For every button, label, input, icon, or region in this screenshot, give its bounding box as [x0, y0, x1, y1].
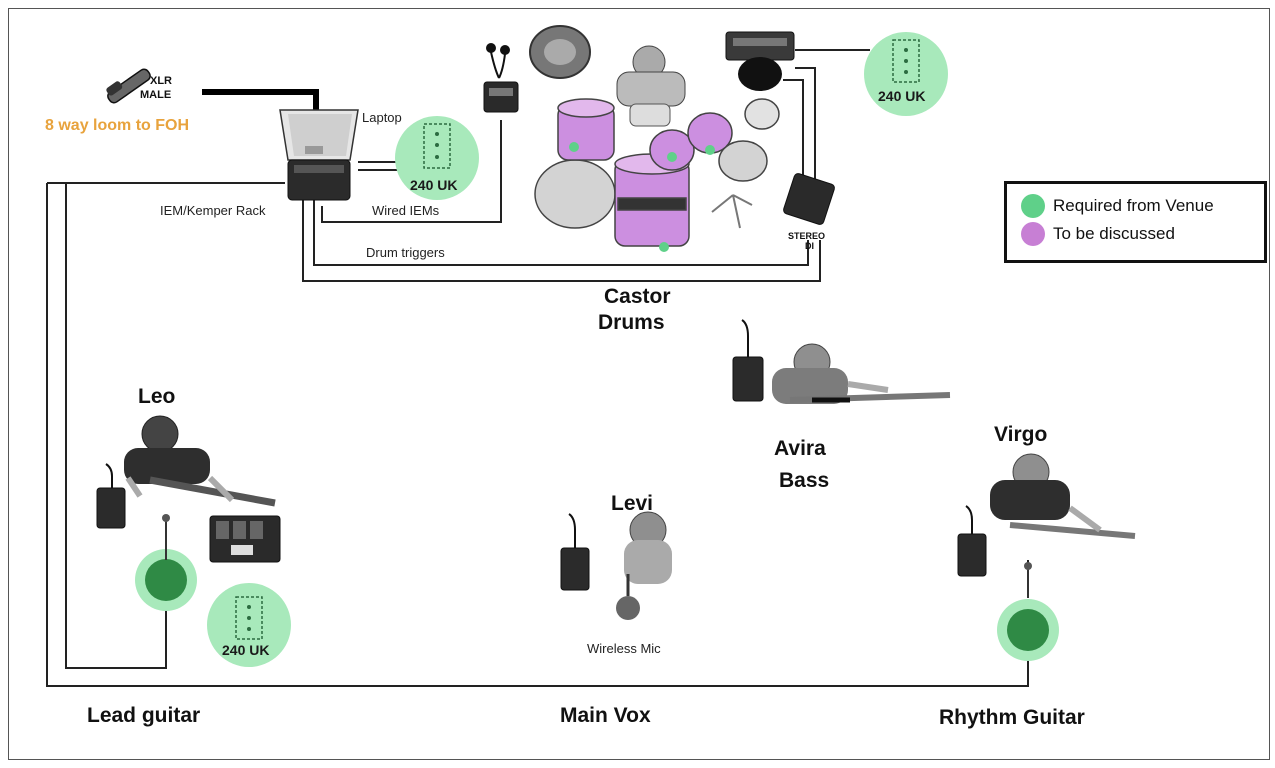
outlet-label-lead: 240 UK [222, 642, 270, 658]
di-label: DI [805, 241, 814, 251]
avira-beltpack-icon [732, 356, 764, 402]
drum-kit [534, 98, 780, 252]
earphones-icon [486, 43, 510, 79]
male-label: MALE [140, 89, 172, 101]
cymbal-stand-icon [711, 194, 753, 229]
interface-stand-icon [738, 57, 782, 91]
virgo-figure [990, 453, 1136, 539]
loom-label: 8 way loom to FOH [45, 117, 190, 134]
power-outlet-lead [207, 583, 291, 667]
leo-figure [124, 415, 276, 507]
pedalboard-icon [209, 515, 281, 563]
zone-lead-guitar: Lead guitar [87, 704, 201, 727]
stereo-di-icon [783, 173, 835, 225]
cymbal-right [718, 140, 768, 182]
leo-beltpack-icon [96, 487, 126, 529]
legend-label-required: Required from Venue [1053, 196, 1214, 215]
stereo-label: STEREO [788, 231, 826, 241]
drummer-figure [616, 45, 686, 127]
virgo-name: Virgo [994, 423, 1048, 446]
legend: Required from Venue To be discussed [1004, 181, 1267, 263]
wedge-rhythm [997, 599, 1059, 661]
levi-figure [616, 511, 672, 620]
power-outlet-drums [864, 32, 948, 116]
wedge-lead [135, 549, 197, 611]
power-outlet-rack [395, 116, 479, 200]
legend-swatch-discuss [1021, 222, 1045, 246]
xlr-connector-icon [106, 68, 151, 104]
avira-name: Avira [774, 437, 826, 460]
legend-row-required: Required from Venue [1021, 194, 1214, 218]
leo-name: Leo [138, 385, 176, 408]
rack-label: IEM/Kemper Rack [160, 203, 266, 218]
virgo-mic-icon [1024, 562, 1032, 570]
outlet-label-drums: 240 UK [878, 88, 926, 104]
levi-beltpack-icon [560, 547, 590, 591]
legend-label-discuss: To be discussed [1053, 224, 1175, 243]
cymbal-top [744, 98, 780, 130]
xlr-label: XLR [150, 75, 172, 87]
zone-rhythm-guitar: Rhythm Guitar [939, 706, 1085, 729]
laptop-label: Laptop [362, 110, 402, 125]
iem-pack-icon [483, 81, 519, 113]
rack-tom-1 [649, 129, 695, 171]
diagram-frame [8, 8, 1270, 760]
zone-main-vox: Main Vox [560, 704, 651, 727]
avira-role: Bass [779, 469, 830, 492]
castor-role: Drums [598, 311, 665, 334]
castor-name: Castor [604, 285, 671, 308]
xlr-loom-cable [202, 89, 319, 112]
drum-stool-icon [529, 25, 591, 79]
wireless-mic-label: Wireless Mic [587, 641, 661, 656]
cymbal-left [534, 159, 616, 229]
drum-triggers-label: Drum triggers [366, 245, 445, 260]
wired-iems-label: Wired IEMs [372, 203, 440, 218]
legend-row-discuss: To be discussed [1021, 222, 1175, 246]
legend-swatch-required [1021, 194, 1045, 218]
leo-mic-icon [162, 514, 170, 522]
avira-figure [772, 343, 951, 404]
levi-name: Levi [611, 492, 654, 515]
outlet-label-rack: 240 UK [410, 177, 458, 193]
laptop-icon [279, 109, 359, 161]
virgo-beltpack-icon [957, 533, 987, 577]
